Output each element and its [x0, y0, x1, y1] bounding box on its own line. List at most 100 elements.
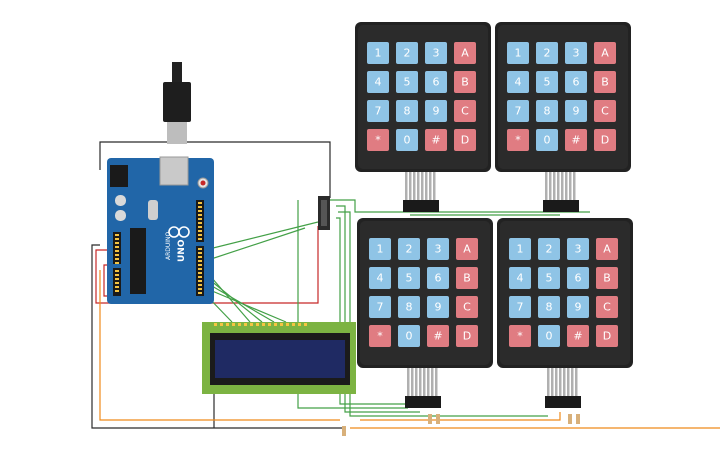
key-label: 8	[546, 301, 553, 314]
key-4[interactable]: 4	[507, 71, 529, 93]
key-b[interactable]: B	[456, 267, 478, 289]
signal-wire-b[interactable]	[207, 227, 306, 261]
signal-wire-h[interactable]	[297, 200, 408, 409]
key-3[interactable]: 3	[427, 238, 449, 260]
key-8[interactable]: 8	[398, 296, 420, 318]
key-a[interactable]: A	[594, 42, 616, 64]
key-2[interactable]: 2	[396, 42, 418, 64]
key-6[interactable]: 6	[427, 267, 449, 289]
key-9[interactable]: 9	[427, 296, 449, 318]
key-1[interactable]: 1	[367, 42, 389, 64]
key-4[interactable]: 4	[509, 267, 531, 289]
key-6[interactable]: 6	[567, 267, 589, 289]
signal-wire-j[interactable]	[336, 205, 420, 413]
arduino-pins	[115, 202, 202, 294]
key-label: #	[433, 330, 442, 343]
key-0[interactable]: 0	[536, 129, 558, 151]
key-7[interactable]: 7	[509, 296, 531, 318]
key-star[interactable]: *	[369, 325, 391, 347]
key-c[interactable]: C	[594, 100, 616, 122]
key-c[interactable]: C	[456, 296, 478, 318]
key-5[interactable]: 5	[396, 71, 418, 93]
key-c[interactable]: C	[454, 100, 476, 122]
key-label: 7	[375, 105, 382, 118]
lcd-16x2-module[interactable]	[202, 322, 356, 394]
key-a[interactable]: A	[596, 238, 618, 260]
key-7[interactable]: 7	[369, 296, 391, 318]
signal-wire-f[interactable]	[204, 287, 287, 323]
key-label: 5	[406, 272, 413, 285]
key-star[interactable]: *	[509, 325, 531, 347]
key-2[interactable]: 2	[536, 42, 558, 64]
key-0[interactable]: 0	[396, 129, 418, 151]
key-7[interactable]: 7	[367, 100, 389, 122]
aux-wire-3[interactable]	[360, 412, 561, 421]
power-wire-1[interactable]	[95, 226, 319, 304]
key-4[interactable]: 4	[367, 71, 389, 93]
key-hash[interactable]: #	[565, 129, 587, 151]
key-label: 8	[544, 105, 551, 118]
signal-wire-a[interactable]	[204, 221, 319, 251]
key-1[interactable]: 1	[507, 42, 529, 64]
key-label: D	[601, 134, 609, 147]
key-b[interactable]: B	[594, 71, 616, 93]
key-star[interactable]: *	[367, 129, 389, 151]
key-5[interactable]: 5	[538, 267, 560, 289]
key-label: 3	[573, 47, 580, 60]
key-label: 4	[377, 272, 384, 285]
key-label: 3	[435, 243, 442, 256]
key-3[interactable]: 3	[567, 238, 589, 260]
key-1[interactable]: 1	[369, 238, 391, 260]
key-hash[interactable]: #	[427, 325, 449, 347]
key-4[interactable]: 4	[369, 267, 391, 289]
key-d[interactable]: D	[456, 325, 478, 347]
key-b[interactable]: B	[596, 267, 618, 289]
keypad-ribbon	[405, 172, 436, 202]
key-hash[interactable]: #	[567, 325, 589, 347]
signal-wire-k[interactable]	[338, 211, 548, 417]
key-c[interactable]: C	[596, 296, 618, 318]
key-a[interactable]: A	[456, 238, 478, 260]
key-2[interactable]: 2	[538, 238, 560, 260]
key-2[interactable]: 2	[398, 238, 420, 260]
ground-wire-top[interactable]	[99, 141, 331, 198]
key-a[interactable]: A	[454, 42, 476, 64]
key-label: 4	[375, 76, 382, 89]
key-1[interactable]: 1	[509, 238, 531, 260]
key-d[interactable]: D	[596, 325, 618, 347]
aux-wire-1[interactable]	[99, 270, 340, 421]
key-7[interactable]: 7	[507, 100, 529, 122]
key-8[interactable]: 8	[396, 100, 418, 122]
key-hash[interactable]: #	[425, 129, 447, 151]
signal-wire-l[interactable]	[336, 217, 440, 405]
key-9[interactable]: 9	[567, 296, 589, 318]
key-3[interactable]: 3	[425, 42, 447, 64]
key-b[interactable]: B	[454, 71, 476, 93]
key-6[interactable]: 6	[565, 71, 587, 93]
key-5[interactable]: 5	[536, 71, 558, 93]
capacitor-2	[115, 210, 126, 221]
signal-wire-i[interactable]	[330, 199, 590, 213]
key-8[interactable]: 8	[538, 296, 560, 318]
crystal	[148, 200, 158, 220]
key-d[interactable]: D	[454, 129, 476, 151]
ground-wire-left[interactable]	[91, 244, 345, 429]
key-9[interactable]: 9	[425, 100, 447, 122]
resistor	[428, 414, 432, 424]
key-0[interactable]: 0	[538, 325, 560, 347]
key-star[interactable]: *	[507, 129, 529, 151]
key-6[interactable]: 6	[425, 71, 447, 93]
key-label: 5	[544, 76, 551, 89]
key-9[interactable]: 9	[565, 100, 587, 122]
key-5[interactable]: 5	[398, 267, 420, 289]
wire-splitter-module[interactable]	[318, 196, 330, 230]
arduino-uno-board[interactable]: ARDUINO UNO	[107, 62, 214, 304]
key-d[interactable]: D	[594, 129, 616, 151]
key-0[interactable]: 0	[398, 325, 420, 347]
key-8[interactable]: 8	[536, 100, 558, 122]
key-3[interactable]: 3	[565, 42, 587, 64]
